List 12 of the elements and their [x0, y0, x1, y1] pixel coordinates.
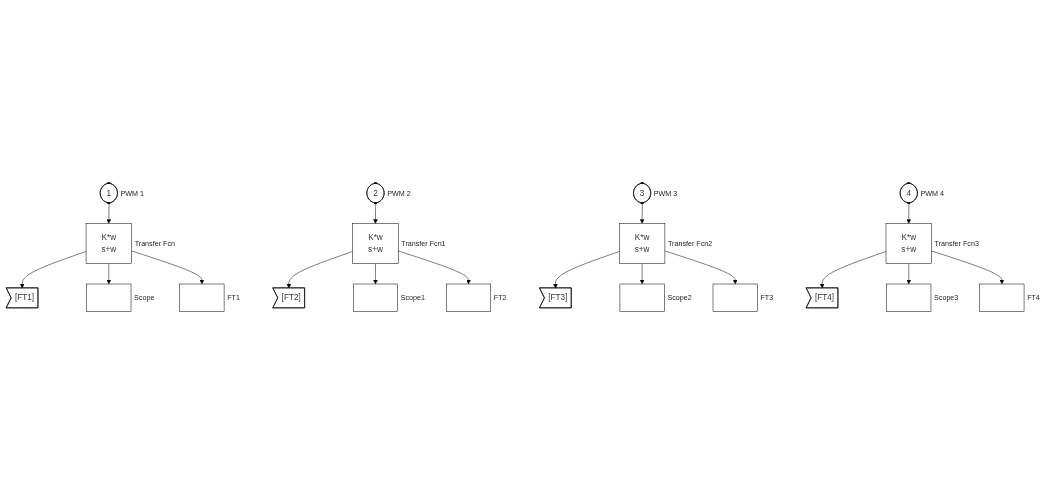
node-box: K*w s+w [352, 223, 399, 264]
node-box [446, 283, 491, 313]
node-box [619, 283, 665, 313]
node-box: K*w s+w [85, 223, 132, 264]
node-box: K*w s+w [885, 223, 932, 264]
node-box [712, 283, 758, 313]
node-box [86, 283, 132, 313]
node-box [179, 283, 225, 313]
node-box: K*w s+w [619, 223, 666, 264]
node-box [979, 283, 1025, 313]
node-box [353, 283, 398, 313]
node-box [886, 283, 932, 313]
